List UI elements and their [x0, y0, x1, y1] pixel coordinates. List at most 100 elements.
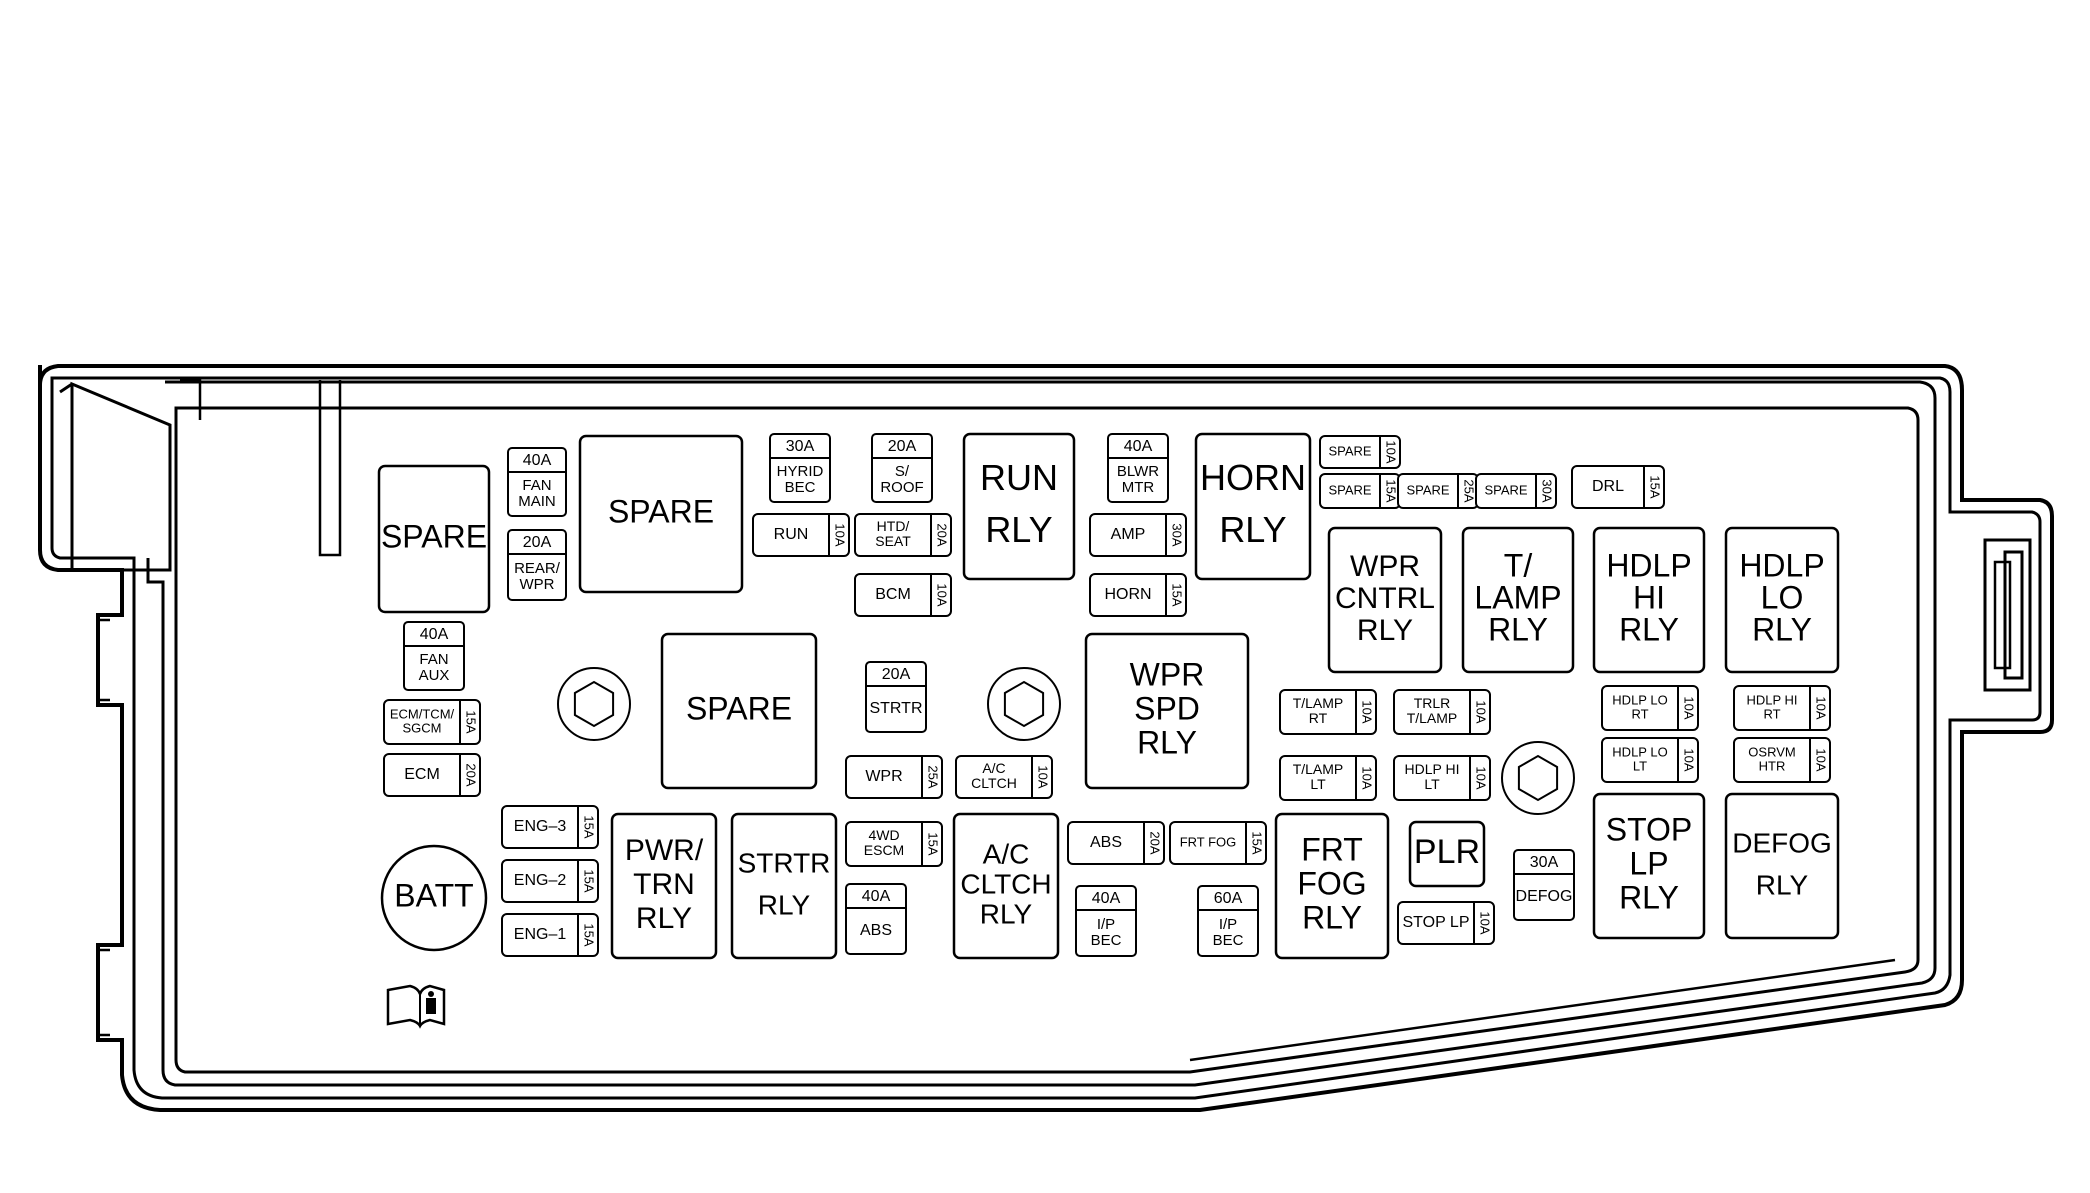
relay-label-line: RLY [758, 889, 811, 920]
fuse-label: DRL [1592, 478, 1624, 495]
fuse-label: SPARE [1328, 482, 1371, 497]
fuse-label: ECM/TCM/ [390, 706, 455, 721]
spare-slot-body [377, 464, 491, 614]
fuse-rating: 10A [1682, 748, 1697, 771]
relay-label-line: HI [1633, 579, 1665, 615]
mounting-bolt-icon [1501, 741, 1575, 815]
mini-fuse-drl: 15A DRL [1571, 465, 1665, 509]
fuse-label: SGCM [403, 720, 442, 735]
fuse-label: FAN [522, 477, 551, 494]
relay-label-line: SPD [1134, 690, 1200, 726]
fuse-rating: 15A [582, 923, 597, 946]
fuse-rating: 20A [935, 523, 950, 546]
spare-slot-large-mid: SPARE [660, 632, 818, 790]
fuse-label: AUX [419, 667, 450, 684]
relay-label-line: FRT [1301, 831, 1363, 867]
mini-fuse-bcm: 10A BCM [854, 573, 952, 617]
spare-slot-large-left: SPARE [377, 464, 491, 614]
relay-label-line: TRN [633, 868, 695, 901]
fuse-rating: 15A [1170, 583, 1185, 606]
fuse-body [871, 433, 933, 503]
fuse-rating: 15A [1648, 475, 1663, 498]
fuse-body [1513, 849, 1575, 921]
relay-plr: PLR [1408, 820, 1486, 888]
fuse-body [845, 755, 943, 799]
fuse-body [1279, 689, 1377, 735]
fuse-label: ROOF [880, 479, 923, 496]
relay-label-line: HORN [1200, 457, 1306, 498]
relay-body [1327, 526, 1443, 674]
relay-label-line: PWR/ [625, 834, 704, 867]
fuse-body [501, 913, 599, 957]
fuse-label: MAIN [518, 493, 556, 510]
fuse-rating: 20A [882, 666, 911, 683]
fuse-body [955, 755, 1053, 799]
fuse-rating: 10A [1682, 696, 1697, 719]
fuse-body [1107, 433, 1169, 503]
fuse-rating: 20A [1148, 831, 1163, 854]
fuse-label: SEAT [875, 533, 911, 549]
relay-label-line: CLTCH [960, 868, 1051, 899]
fuse-label: TRLR [1414, 695, 1451, 711]
fuse-label: CLTCH [971, 775, 1017, 791]
fuse-body [1279, 755, 1377, 801]
fuse-body [1089, 573, 1187, 617]
fuse-body [383, 753, 481, 797]
fuse-rating: 40A [420, 626, 449, 643]
fuse-body [1089, 513, 1187, 557]
relay-body [952, 812, 1060, 960]
fuse-rating: 10A [1360, 700, 1375, 723]
fuse-rating: 10A [833, 523, 848, 546]
fuse-label: T/LAMP [1293, 695, 1344, 711]
relay-label-line: RLY [1137, 724, 1197, 760]
fuse-rating: 40A [1124, 438, 1153, 455]
spare-slot-body [578, 434, 744, 594]
spare-slot-body [660, 632, 818, 790]
fuse-rating: 40A [523, 452, 552, 469]
fuse-rating: 15A [1250, 831, 1265, 854]
spare-slot-label: SPARE [381, 518, 487, 554]
fuse-label: S/ [895, 463, 910, 480]
fuse-rating: 10A [935, 583, 950, 606]
owner-manual-icon [386, 984, 446, 1029]
fuse-rating: 10A [1814, 696, 1829, 719]
relay-label-line: LP [1629, 845, 1668, 881]
fuse-label: ABS [860, 922, 892, 939]
relay-label-line: LO [1761, 579, 1804, 615]
fuse-body [1393, 689, 1491, 735]
fuse-body [383, 699, 481, 745]
fuse-label: OSRVM [1748, 744, 1795, 759]
fuse-label: BEC [1091, 932, 1122, 949]
fuse-rating: 40A [1092, 890, 1121, 907]
fuse-label: BLWR [1117, 463, 1159, 480]
relay-label-line: RUN [980, 457, 1058, 498]
fuse-body [752, 513, 850, 557]
fuse-label: BCM [875, 586, 911, 603]
fuse-rating: 20A [888, 438, 917, 455]
fuse-body [1601, 685, 1699, 731]
relay-label-line: FOG [1297, 865, 1366, 901]
fuse-label: BEC [785, 479, 816, 496]
relay-label-line: T/ [1504, 547, 1533, 583]
fuse-rating: 15A [582, 815, 597, 838]
fuse-label: ENG–3 [514, 818, 567, 835]
relay-label-line: RLY [980, 898, 1033, 929]
fuse-body [501, 859, 599, 903]
fuse-rating: 15A [926, 832, 941, 855]
